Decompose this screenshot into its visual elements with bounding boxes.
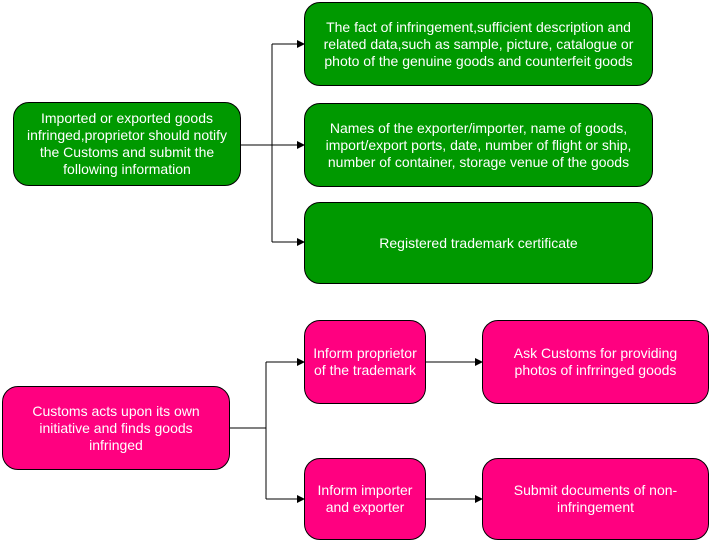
- inform-proprietor-box: Inform proprietor of the trademark: [304, 320, 426, 404]
- imported-exported-goods-box: Imported or exported goods infringed,pro…: [13, 102, 241, 186]
- ask-customs-label: Ask Customs for providing photos of infr…: [513, 345, 678, 378]
- inform-proprietor-label: Inform proprietor of the trademark: [313, 345, 417, 378]
- names-of-exporter-box: Names of the exporter/importer, name of …: [304, 103, 653, 187]
- inform-importer-label: Inform importer and exporter: [317, 482, 413, 515]
- imported-exported-goods-label: Imported or exported goods infringed,pro…: [26, 110, 227, 177]
- customs-acts-label: Customs acts upon its own initiative and…: [32, 402, 200, 453]
- fact-of-infringement-label: The fact of infringement,sufficient desc…: [323, 18, 634, 69]
- registered-trademark-certificate-box: Registered trademark certificate: [304, 202, 653, 284]
- inform-importer-box: Inform importer and exporter: [304, 458, 426, 540]
- registered-trademark-certificate-label: Registered trademark certificate: [379, 234, 578, 251]
- ask-customs-box: Ask Customs for providing photos of infr…: [482, 320, 709, 404]
- submit-documents-box: Submit documents of non- infringement: [482, 458, 709, 540]
- fact-of-infringement-box: The fact of infringement,sufficient desc…: [304, 2, 653, 86]
- customs-acts-box: Customs acts upon its own initiative and…: [2, 386, 230, 470]
- names-of-exporter-label: Names of the exporter/importer, name of …: [325, 119, 632, 170]
- submit-documents-label: Submit documents of non- infringement: [513, 482, 678, 515]
